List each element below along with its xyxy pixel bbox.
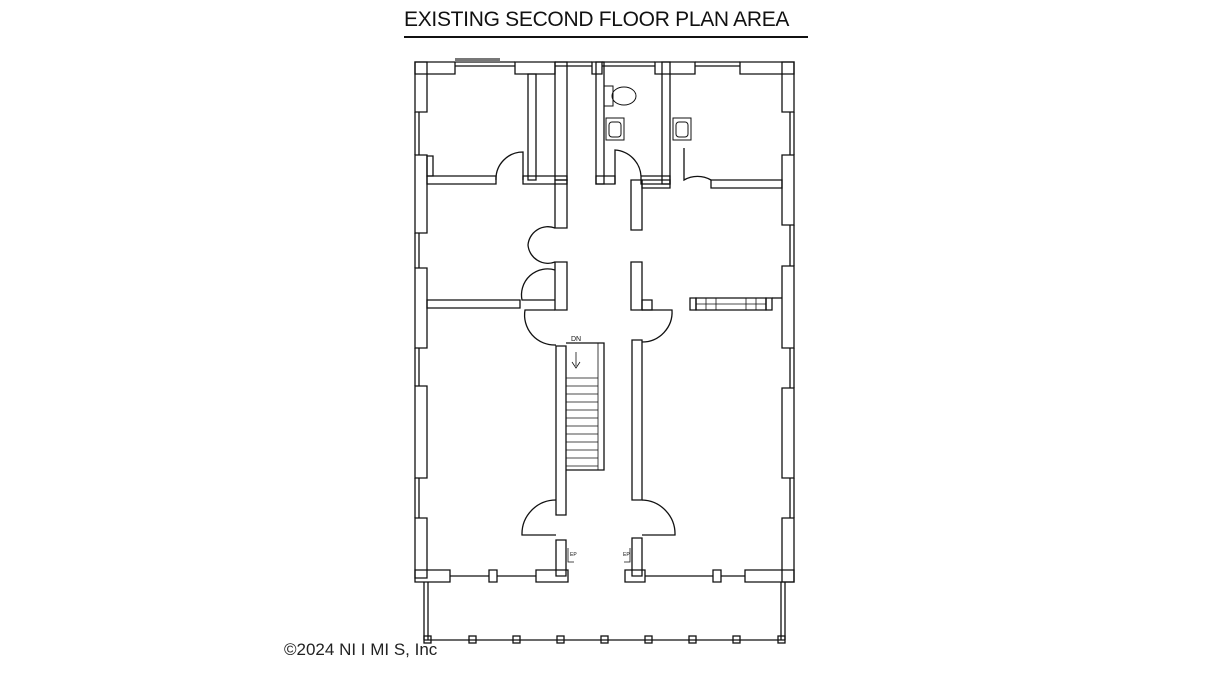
room-ul-wall-right [527, 73, 537, 181]
right-frame-post-2 [765, 297, 773, 311]
corridor-wall-right-mid1 [630, 179, 643, 231]
top-wall-3 [591, 61, 603, 75]
outer-wall-right-1 [781, 61, 795, 113]
door-tag-left: EP [570, 552, 577, 558]
door-bottom-right [641, 499, 676, 536]
plan-title: EXISTING SECOND FLOOR PLAN AREA [404, 8, 790, 31]
door-bottom-left [521, 499, 557, 536]
outer-wall-left-4 [414, 385, 428, 479]
bottom-wall-4 [744, 569, 795, 583]
bath-wall-left [595, 61, 605, 185]
copyright-watermark: ©2024 NI I MI S, Inc [284, 640, 438, 659]
right-frame-post [689, 297, 697, 311]
corridor-wall-right-stair [631, 339, 643, 501]
door-tag-right: EP [623, 552, 630, 558]
outer-wall-left-2 [414, 154, 428, 234]
room-ul-wall-bottom-right [522, 175, 568, 185]
outer-wall-left-3 [414, 267, 428, 349]
corridor-wall-left-bottom [555, 539, 567, 577]
door-ur-room [683, 148, 712, 182]
door-corridor-left [523, 309, 557, 346]
closet-notch [426, 155, 434, 177]
door-ml-upper [527, 226, 556, 264]
right-frame-left [641, 299, 653, 311]
corridor-wall-left-upper [554, 61, 568, 181]
corridor-wall-left-stair [555, 345, 567, 516]
porch-rail-right [780, 582, 786, 640]
room-ur-wall-bottom-right [710, 179, 783, 189]
door-corridor-right [641, 309, 673, 343]
bottom-pier-2 [712, 569, 722, 583]
room-ml-wall-bottom [426, 299, 521, 309]
corridor-wall-right-mid2 [630, 261, 643, 311]
bath-wall-divider [661, 61, 671, 185]
corridor-wall-left-mid2 [554, 261, 568, 311]
sink-icon-left [605, 117, 625, 141]
sink-icon-right [672, 117, 692, 141]
stair-label: DN [571, 336, 581, 343]
outer-wall-left-1 [414, 61, 428, 113]
outer-wall-right-3 [781, 265, 795, 349]
title-underline [404, 36, 808, 38]
right-opening [695, 297, 767, 311]
top-wall-5 [739, 61, 795, 75]
outer-wall-left-5 [414, 517, 428, 579]
stair-treads [566, 377, 598, 467]
corridor-wall-left-mid1 [554, 179, 568, 229]
top-wall-4 [654, 61, 696, 75]
top-wall-2 [514, 61, 556, 75]
toilet-icon [603, 85, 637, 107]
porch-rail-left [423, 582, 429, 640]
top-wall-1 [414, 61, 456, 75]
door-ul-room [495, 151, 524, 181]
stair-arrow [571, 352, 581, 369]
bottom-pier-1 [488, 569, 498, 583]
bottom-wall-3 [624, 569, 646, 583]
bath-wall-bottom-left [595, 175, 616, 185]
outer-wall-right-4 [781, 387, 795, 479]
porch-posts [423, 635, 786, 644]
door-bath [614, 149, 642, 184]
room-ul-wall-bottom [426, 175, 497, 185]
outer-wall-right-5 [781, 517, 795, 583]
bottom-wall-1 [414, 569, 451, 583]
door-ml-lower [520, 268, 556, 301]
room-ur-wall-bottom-left [641, 179, 671, 189]
stair-outline [566, 342, 605, 471]
outer-wall-right-2 [781, 154, 795, 226]
bottom-wall-2 [535, 569, 569, 583]
corridor-wall-right-bottom [631, 537, 643, 577]
